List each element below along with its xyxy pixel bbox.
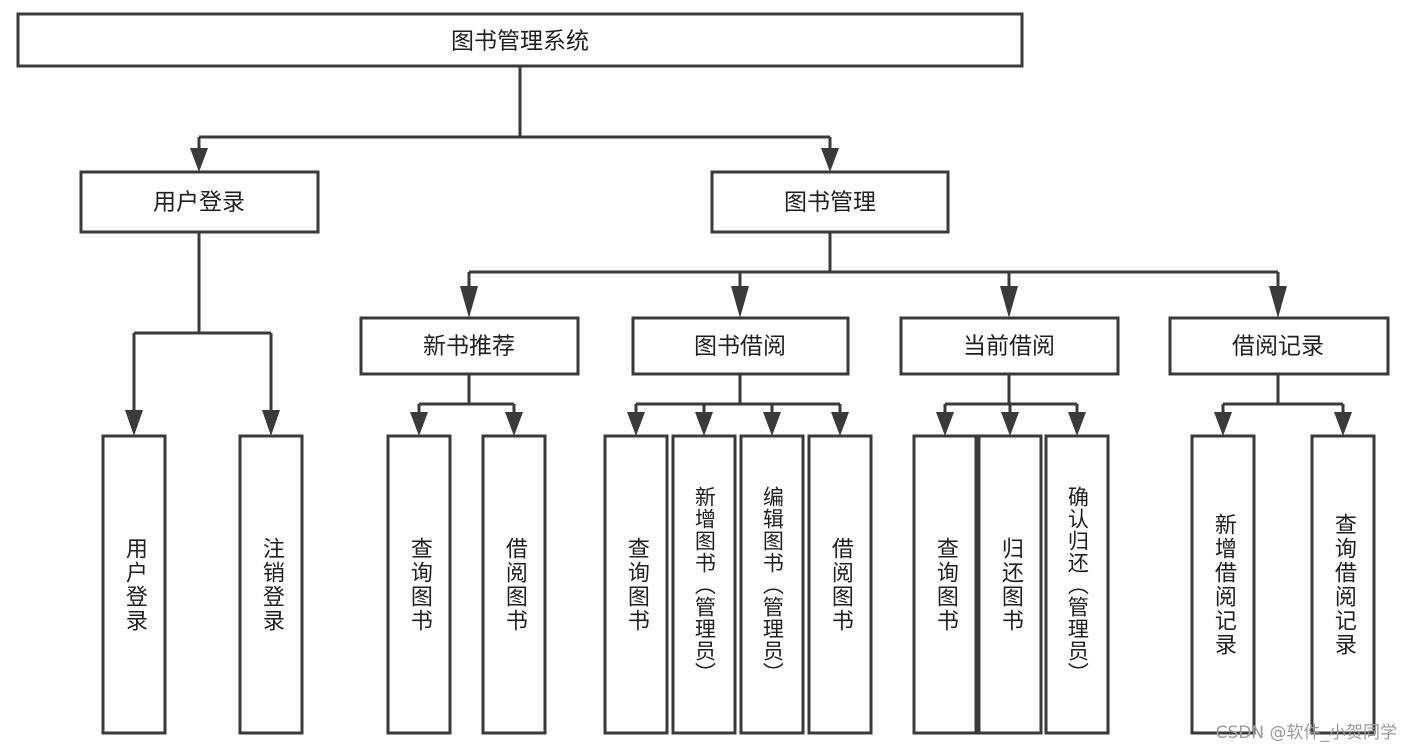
- connector-layer: [125, 66, 1352, 436]
- arrowhead-current-borrow: [1000, 286, 1018, 318]
- node-box-leaf-borrow-book-2[interactable]: [807, 434, 873, 735]
- arrowhead-leaf-query-book-2: [627, 412, 645, 436]
- arrowhead-leaf-confirm-return: [1068, 412, 1086, 436]
- node-box-leaf-query-record[interactable]: [1310, 434, 1376, 735]
- arrowhead-book-manage: [821, 148, 839, 172]
- node-box-leaf-query-book-2[interactable]: [603, 434, 669, 735]
- node-box-book-borrow[interactable]: [631, 316, 850, 376]
- node-box-leaf-user-login[interactable]: [101, 434, 167, 735]
- arrowhead-book-borrow: [731, 286, 749, 318]
- node-box-borrow-record[interactable]: [1168, 316, 1390, 376]
- arrowhead-leaf-user-login: [125, 410, 143, 436]
- node-box-leaf-logout[interactable]: [238, 434, 304, 735]
- arrowhead-borrow-record: [1269, 286, 1287, 318]
- node-box-book-manage[interactable]: [710, 170, 950, 234]
- arrowhead-leaf-return-book: [1001, 412, 1019, 436]
- node-box-root[interactable]: [16, 12, 1024, 68]
- node-box-leaf-add-book[interactable]: [671, 434, 737, 735]
- node-label-user-login: 用户登录: [153, 190, 245, 216]
- node-label-root: 图书管理系统: [451, 29, 589, 55]
- arrowhead-leaf-borrow-book-2: [831, 412, 849, 436]
- arrowhead-leaf-borrow-book-1: [505, 412, 523, 436]
- arrowhead-leaf-query-book-1: [410, 412, 428, 436]
- node-box-current-borrow[interactable]: [899, 316, 1120, 376]
- node-label-book-manage: 图书管理: [784, 190, 876, 216]
- node-label-current-borrow: 当前借阅: [963, 334, 1055, 360]
- node-label-new-book-rec: 新书推荐: [423, 334, 515, 360]
- arrowhead-leaf-query-record: [1334, 412, 1352, 436]
- node-label-borrow-record: 借阅记录: [1232, 334, 1324, 360]
- watermark-text: CSDN @软件_小贺同学: [1215, 723, 1397, 743]
- node-box-leaf-add-record[interactable]: [1190, 434, 1256, 735]
- node-box-new-book-rec[interactable]: [359, 316, 580, 376]
- arrowhead-leaf-query-book-3: [936, 412, 954, 436]
- node-box-leaf-borrow-book-1[interactable]: [481, 434, 547, 735]
- node-box-user-login[interactable]: [79, 170, 320, 234]
- arrowhead-leaf-logout: [262, 410, 280, 436]
- node-box-leaf-edit-book[interactable]: [739, 434, 805, 735]
- node-box-leaf-return-book[interactable]: [977, 434, 1043, 735]
- arrowhead-user-login: [190, 148, 208, 172]
- node-box-leaf-query-book-3[interactable]: [912, 434, 978, 735]
- node-layer: 图书管理系统 用户登录 图书管理 新书推荐 图书借阅 当前借阅 借阅记录: [16, 12, 1390, 735]
- arrowhead-leaf-edit-book: [763, 412, 781, 436]
- arrowhead-new-book-rec: [460, 286, 478, 318]
- node-label-book-borrow: 图书借阅: [694, 334, 786, 360]
- arrowhead-leaf-add-book: [695, 412, 713, 436]
- arrowhead-leaf-add-record: [1214, 412, 1232, 436]
- node-box-leaf-query-book-1[interactable]: [386, 434, 452, 735]
- node-box-leaf-confirm-return[interactable]: [1044, 434, 1110, 735]
